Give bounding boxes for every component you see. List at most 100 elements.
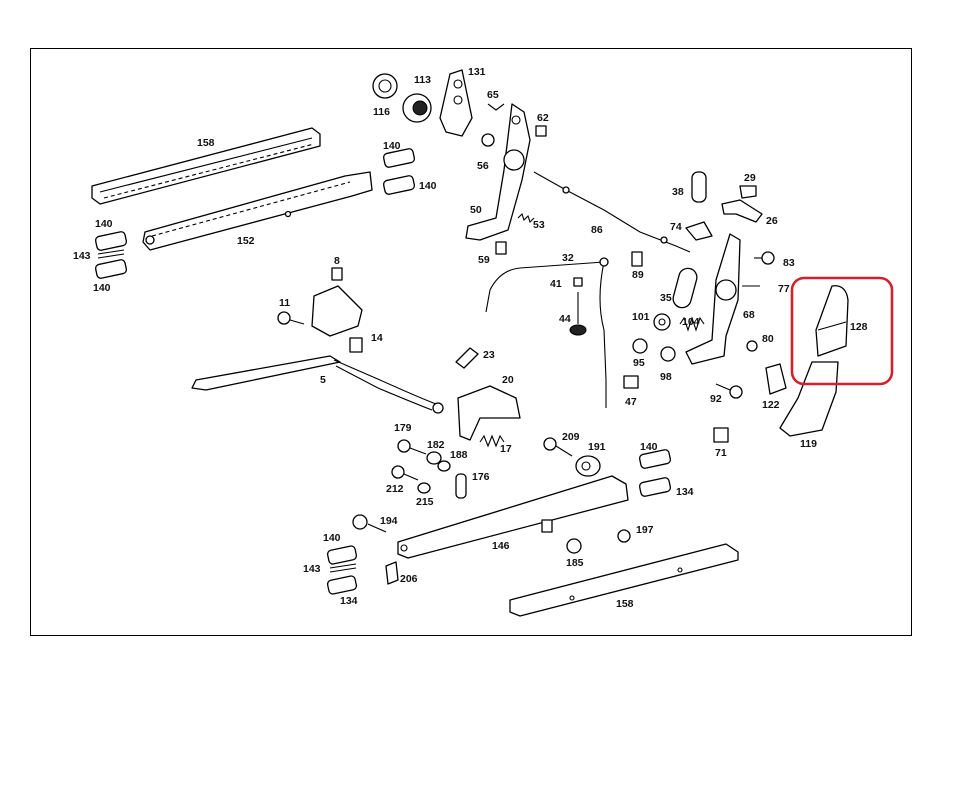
part-oval-35[interactable] [671,266,699,309]
part-spacer-74[interactable] [685,221,713,241]
part-cable-32[interactable] [485,257,609,408]
label-56: 56 [477,160,489,172]
label-146: 146 [492,540,510,552]
part-washer-95[interactable] [632,338,648,354]
label-119: 119 [800,438,817,450]
part-knob-116[interactable] [372,73,398,99]
label-89: 89 [632,269,644,281]
part-nut-194[interactable] [352,514,387,533]
part-cover-122[interactable] [765,363,787,395]
label-122: 122 [762,399,780,411]
part-cable-86[interactable] [533,171,691,253]
part-washer-188[interactable] [437,460,451,472]
part-spring-17[interactable] [479,434,505,448]
part-washer-98[interactable] [660,346,676,362]
label-14: 14 [371,332,383,344]
part-screw-197[interactable] [617,529,631,543]
part-rail-158-bottom[interactable] [509,543,739,617]
part-screw-212[interactable] [391,465,419,481]
part-bracket-50[interactable] [465,103,531,241]
part-bar-146[interactable] [397,475,629,559]
part-screw-83[interactable] [754,251,775,265]
part-bar-5[interactable] [191,355,444,414]
label-86: 86 [591,224,603,236]
part-screw-92[interactable] [715,383,743,399]
part-clip-62[interactable] [535,125,547,137]
part-cable-41[interactable] [573,277,583,287]
part-clip-143-b[interactable] [329,563,357,573]
part-clip-143-a[interactable] [97,249,125,259]
label-185: 185 [566,557,584,569]
label-44: 44 [559,313,571,325]
label-143-b: 143 [303,563,321,575]
part-clip-8[interactable] [331,267,343,281]
part-bushing-56[interactable] [481,133,495,147]
part-clip-206[interactable] [385,561,399,585]
label-101: 101 [632,311,650,323]
part-slot-38[interactable] [691,171,707,203]
label-98: 98 [660,371,672,383]
label-35: 35 [660,292,672,304]
part-pin-89[interactable] [631,251,643,267]
label-140-b: 140 [419,180,437,192]
label-71: 71 [715,447,727,459]
part-washer-101[interactable] [653,313,671,331]
part-screw-80[interactable] [746,340,758,352]
part-clip-14[interactable] [349,337,363,353]
part-gear-113[interactable] [402,93,432,123]
part-block-134-a[interactable] [638,477,672,497]
part-block-140-a[interactable] [382,148,416,168]
label-113: 113 [414,74,431,86]
label-152: 152 [237,235,255,247]
highlight-box [790,276,894,386]
label-68: 68 [743,309,755,321]
label-92: 92 [710,393,722,405]
part-knob-191[interactable] [575,455,601,477]
part-cap-29[interactable] [739,185,757,199]
label-131: 131 [468,66,486,78]
part-screw-11[interactable] [277,311,305,325]
part-spring-53[interactable] [517,212,535,224]
part-clip-47[interactable] [623,375,639,389]
part-link-176[interactable] [455,473,467,499]
label-128: 128 [850,321,868,333]
part-rail-158-top[interactable] [91,127,321,205]
part-washer-215[interactable] [417,482,431,494]
part-clip-71[interactable] [713,427,729,443]
part-bracket-20[interactable] [457,385,521,441]
label-83: 83 [783,257,795,269]
part-screw-209[interactable] [543,437,573,457]
part-bolt-44[interactable] [569,292,587,336]
part-cover-128[interactable] [815,285,849,357]
part-block-134-b[interactable] [326,575,358,595]
label-140-d: 140 [93,282,111,294]
part-nut-185[interactable] [566,538,582,554]
part-rail-152[interactable] [142,171,373,251]
label-74: 74 [670,221,682,233]
part-washer-182[interactable] [426,451,442,465]
part-cover-119[interactable] [779,361,839,437]
part-handle-26[interactable] [721,199,763,223]
label-179: 179 [394,422,412,434]
label-116: 116 [373,106,390,118]
part-block-140-d[interactable] [94,259,128,279]
part-screw-179[interactable] [397,439,427,455]
part-block-140-c[interactable] [94,231,128,251]
label-206: 206 [400,573,418,585]
part-block-140-e[interactable] [638,449,672,469]
part-bracket-68[interactable] [685,233,741,365]
label-182: 182 [427,439,445,451]
part-block-140-f[interactable] [326,545,358,565]
part-lever-131[interactable] [439,69,473,137]
label-212: 212 [386,483,404,495]
part-block-140-b[interactable] [382,175,416,195]
part-bracket-14-mount[interactable] [311,285,363,337]
part-pin-65[interactable] [487,103,505,111]
part-catch-23[interactable] [455,347,479,369]
label-191: 191 [588,441,606,453]
part-spring-104[interactable] [679,316,705,332]
label-29: 29 [744,172,756,184]
diagram-frame [30,48,912,636]
part-clip-59[interactable] [495,241,507,255]
